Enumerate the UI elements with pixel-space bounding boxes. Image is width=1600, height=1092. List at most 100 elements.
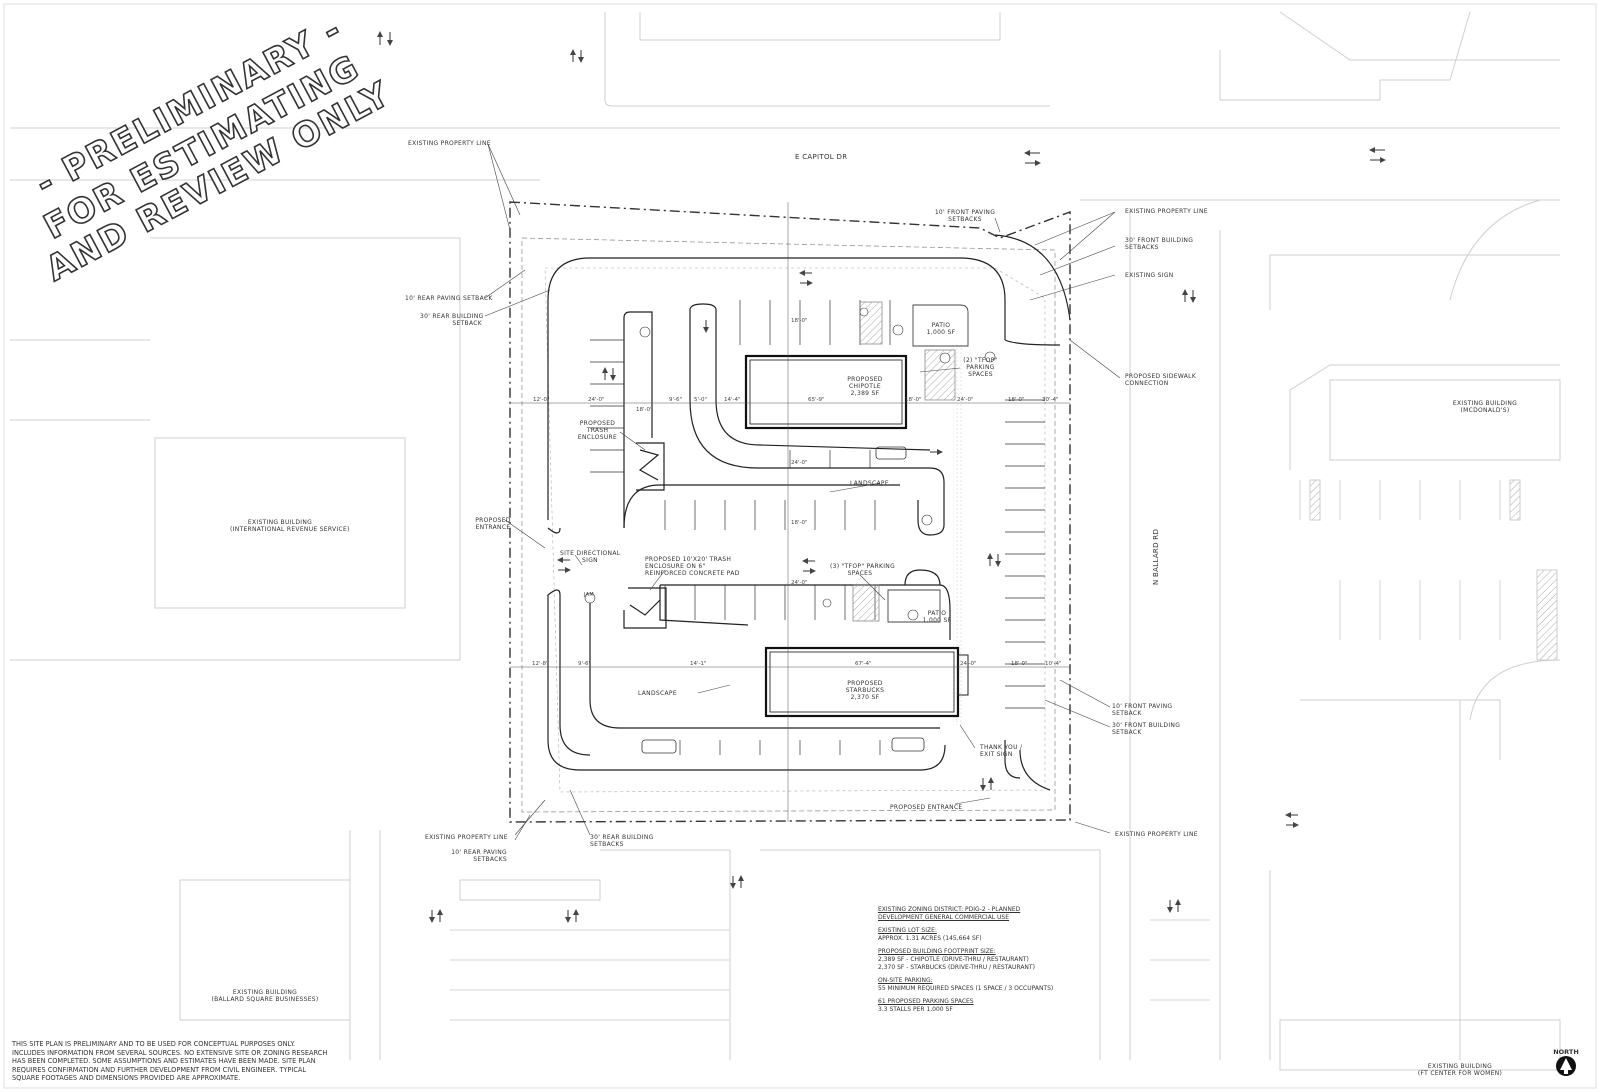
footprint-heading: PROPOSED BUILDING FOOTPRINT SIZE:: [878, 948, 996, 956]
dimension: 14'-1": [690, 661, 707, 667]
lot-size-heading: EXISTING LOT SIZE:: [878, 927, 937, 935]
callout-front-paving-se: 10' FRONT PAVING SETBACK: [1112, 703, 1172, 717]
dimension: 14'-4": [724, 397, 741, 403]
dimension: 24'-0": [960, 661, 977, 667]
label-line: ENTRANCE: [475, 524, 511, 531]
vehicles: [641, 446, 925, 754]
label-line: EXISTING BUILDING: [232, 989, 298, 996]
patio-label-chipotle: PATIO 1,000 SF: [916, 322, 966, 336]
label-line: (MCDONALD'S): [1460, 407, 1510, 414]
callout-landscape-south: LANDSCAPE: [638, 690, 677, 697]
callout-tfop-north: (2) "TFOP" PARKING SPACES: [958, 357, 1003, 378]
callout-landscape-north: LANDSCAPE: [850, 480, 889, 487]
traffic-arrows: [377, 31, 1386, 923]
label-line: PROPOSED 10'X20' TRASH: [645, 556, 732, 563]
label-line: TRASH: [586, 427, 609, 434]
callout-existing-sign: EXISTING SIGN: [1125, 272, 1174, 279]
starbucks-label: PROPOSED STARBUCKS 2,370 SF: [830, 680, 900, 701]
label-line: SETBACK: [452, 320, 482, 327]
disclaimer-line: INCLUDES INFORMATION FROM SEVERAL SOURCE…: [12, 1048, 328, 1057]
context-linework: [10, 11, 1561, 1071]
label-line: 30' FRONT BUILDING: [1112, 722, 1181, 729]
label-line: PATIO: [931, 322, 951, 329]
label-line: CONNECTION: [1125, 380, 1169, 387]
dimension: 67'-4": [855, 661, 872, 667]
disclaimer-line: SQUARE FOOTAGES AND DIMENSIONS PROVIDED …: [12, 1074, 241, 1083]
label-line: REINFORCED CONCRETE PAD: [645, 570, 740, 577]
street-label-ballard: N BALLARD RD: [1152, 528, 1160, 585]
label-line: 2,370 SF: [850, 694, 880, 701]
chipotle-building: [744, 354, 908, 430]
dimension: 18'-0": [1008, 397, 1025, 403]
label-line: STARBUCKS: [845, 687, 885, 694]
label-line: SETBACKS: [590, 841, 624, 848]
label-line: 10' FRONT PAVING: [934, 209, 996, 216]
street-label-capitol: E CAPITOL DR: [795, 153, 848, 161]
dimension: 18'-0": [791, 318, 808, 324]
dimension: 18'-0": [905, 397, 922, 403]
trash-enclosures: [623, 442, 667, 629]
callout-front-building-ne: 30' FRONT BUILDING SETBACKS: [1125, 237, 1193, 251]
dimension: 65'-9": [808, 397, 825, 403]
label-line: CHIPOTLE: [848, 383, 881, 390]
label-line: ENCLOSURE ON 6": [645, 563, 706, 570]
label-line: 1,000 SF: [926, 329, 956, 336]
label-line: PROPOSED: [475, 517, 511, 524]
sign-label: JAM: [584, 592, 595, 598]
dimension: 12'-0": [533, 397, 550, 403]
callout-property-line-se: EXISTING PROPERTY LINE: [1115, 831, 1198, 838]
dimension: 18'-0": [791, 520, 808, 526]
label-line: PROPOSED SIDEWALK: [1125, 373, 1197, 380]
callout-entrance-south: PROPOSED ENTRANCE: [890, 804, 963, 811]
existing-building-women-center: EXISTING BUILDING (FT CENTER FOR WOMEN): [1410, 1063, 1510, 1077]
disclaimer-line: THIS SITE PLAN IS PRELIMINARY AND TO BE …: [12, 1040, 296, 1048]
disclaimer-line: REQUIRES CONFIRMATION AND FURTHER DEVELO…: [12, 1065, 307, 1074]
label-line: (2) "TFOP": [963, 357, 998, 364]
dimension: 9'-6": [578, 661, 592, 667]
callout-rear-building-sw: 30' REAR BUILDING SETBACKS: [590, 834, 654, 848]
dimension: 30'-4": [1042, 397, 1059, 403]
callout-rear-paving-sw: 10' REAR PAVING SETBACKS: [445, 849, 507, 863]
disclaimer-line: HAS BEEN COMPLETED. SOME ASSUMPTIONS AND…: [12, 1057, 316, 1066]
callout-sidewalk-connection: PROPOSED SIDEWALK CONNECTION: [1125, 373, 1196, 387]
dimension: 12'-8": [532, 661, 549, 667]
patio-starbucks: [887, 589, 941, 623]
dimension-lines: [510, 202, 1070, 822]
leader-lines: [484, 143, 1121, 841]
context-hatch: [1536, 569, 1558, 661]
north-label: NORTH: [1553, 1048, 1579, 1056]
label-line: 30' REAR BUILDING: [590, 834, 654, 841]
callout-site-directional-sign: SITE DIRECTIONAL SIGN: [560, 550, 620, 564]
label-line: 10' FRONT PAVING: [1112, 703, 1173, 710]
callout-property-line-sw: EXISTING PROPERTY LINE: [425, 834, 508, 841]
label-line: 30' REAR BUILDING: [420, 313, 484, 320]
label-line: EXISTING BUILDING: [1427, 1063, 1493, 1070]
lot-size-value: APPROX. 1.31 ACRES (145,664 SF): [878, 934, 982, 942]
callout-entrance-west: PROPOSED ENTRANCE: [473, 517, 513, 531]
label-line: (3) "TFOP" PARKING: [830, 563, 896, 570]
zoning-info: EXISTING ZONING DISTRICT: PDIG-2 - PLANN…: [878, 906, 1098, 1014]
label-line: 1,000 SF: [922, 617, 952, 624]
label-line: 30' FRONT BUILDING: [1125, 237, 1194, 244]
north-arrow-icon: [1556, 1056, 1576, 1076]
callout-thank-you-sign: THANK YOU / EXIT SIGN: [980, 744, 1022, 758]
dimension: 24'-0": [791, 580, 808, 586]
existing-building-irs: EXISTING BUILDING (INTERNATIONAL REVENUE…: [230, 519, 349, 533]
footprint-line: 2,389 SF - CHIPOTLE (DRIVE-THRU / RESTAU…: [878, 955, 1029, 963]
label-line: SETBACKS: [948, 216, 982, 223]
callout-property-line-ne: EXISTING PROPERTY LINE: [1125, 208, 1208, 215]
parking-line: 3.3 STALLS PER 1,000 SF: [878, 1005, 953, 1013]
chipotle-label: PROPOSED CHIPOTLE 2,389 SF: [835, 376, 895, 397]
dimension: 24'-0": [791, 460, 808, 466]
label-line: SITE DIRECTIONAL: [560, 550, 621, 557]
label-line: ENCLOSURE: [577, 434, 618, 441]
dimension: 9'-6": [669, 397, 683, 403]
label-line: EXIT SIGN: [980, 751, 1013, 758]
curb-lines: [547, 234, 1071, 791]
label-line: SPACES: [847, 570, 873, 577]
label-line: THANK YOU /: [980, 744, 1023, 751]
zoning-district-line: EXISTING ZONING DISTRICT: PDIG-2 - PLANN…: [878, 906, 1021, 913]
label-line: PARKING: [966, 364, 995, 371]
existing-building-mcdonalds: EXISTING BUILDING (MCDONALD'S): [1440, 400, 1530, 414]
footprint-line: 2,370 SF - STARBUCKS (DRIVE-THRU / RESTA…: [878, 963, 1035, 971]
